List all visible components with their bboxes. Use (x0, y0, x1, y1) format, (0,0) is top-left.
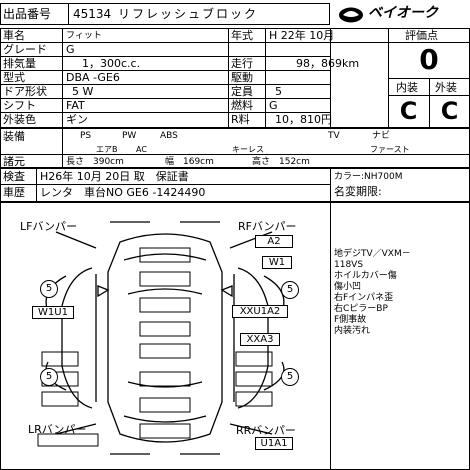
logo-text: ベイオーク (368, 5, 438, 21)
lot-label: 出品番号 (3, 7, 52, 21)
history-label: 車歴 (3, 186, 25, 199)
year-value: H 22年 10月 (269, 29, 335, 42)
remark-line: 118VS (334, 260, 364, 270)
divider (0, 42, 388, 43)
divider (265, 28, 266, 128)
divider (429, 78, 430, 128)
divider (0, 112, 330, 113)
notice-text: リフレッシュブロック (118, 7, 259, 21)
logo-icon (339, 7, 363, 23)
mileage-label: 走行 (231, 57, 253, 70)
lf-bumper-label: LFバンパー (20, 220, 78, 233)
car-name-value: フィット (66, 31, 102, 41)
doors-label: ドア形状 (3, 85, 47, 98)
tire-rf: 5 (281, 281, 299, 299)
divider (388, 28, 389, 128)
rf-bumper-mark: A2 (255, 235, 293, 248)
divider (0, 184, 330, 185)
right-door-mark: XXA3 (240, 333, 280, 346)
equip-abs: ABS (160, 131, 178, 141)
color-value: ギン (66, 113, 88, 126)
mileage-value: 98，869km (296, 57, 360, 70)
tire-rr: 5 (281, 368, 299, 386)
right-side-mark: XXU1A2 (232, 305, 288, 318)
car-name-label: 車名 (3, 29, 25, 42)
divider (0, 154, 470, 155)
equip-airbag: エアB (96, 145, 118, 154)
fuel-value: G (269, 99, 278, 112)
remark-line: F側事故 (334, 315, 367, 325)
divider (330, 168, 331, 470)
divider (388, 42, 470, 43)
divider (68, 3, 69, 25)
remark-line: 右Fインパネ歪 (334, 293, 394, 303)
divider (62, 28, 63, 128)
divider (0, 56, 330, 57)
lot-number: 45134 (73, 7, 112, 21)
logo: ベイオーク (338, 6, 468, 24)
equip-ps: PS (80, 131, 92, 141)
equipment-label: 装備 (3, 130, 25, 143)
divider (0, 84, 330, 85)
history-value: レンタ 車台NO GE6 -1424490 (40, 186, 206, 199)
divider (0, 70, 330, 71)
tire-lf: 5 (40, 280, 58, 298)
shift-label: シフト (3, 99, 36, 112)
remark-line: 地デジTV／VXM－ (334, 249, 411, 259)
divider (62, 128, 63, 168)
equip-pw: PW (122, 131, 137, 141)
tire-lr: 5 (40, 368, 58, 386)
capacity-label: 定員 (231, 85, 253, 98)
year-label: 年式 (231, 29, 253, 42)
price-label: R料 (231, 113, 250, 126)
remark-line: 内装汚れ (334, 326, 371, 336)
interior-label: 内装 (396, 81, 418, 94)
rr-bumper-label: RRバンパー (236, 424, 296, 437)
inspection-label: 検査 (3, 170, 25, 183)
divider (228, 28, 229, 128)
rf-bumper-label: RFバンパー (238, 220, 297, 233)
exterior-grade: C (440, 97, 459, 125)
header-frame (0, 3, 330, 25)
inspection-value: H26年 10月 20日 取 保証書 (40, 170, 189, 183)
exterior-label: 外装 (435, 81, 457, 94)
rr-bumper-mark: U1A1 (255, 437, 293, 450)
model-value: DBA -GE6 (66, 71, 120, 84)
grade-value: G (66, 43, 75, 56)
capacity-value: 5 (275, 85, 282, 98)
doors-value: 5 W (72, 85, 94, 98)
displacement-label: 排気量 (3, 57, 36, 70)
dim-height: 高さ 152cm (252, 157, 310, 167)
remark-line: 傷小凹 (334, 282, 362, 292)
remark-line: 右CピラーBP (334, 304, 388, 314)
color-label: 外装色 (3, 113, 36, 126)
displacement-value: 1，300c.c. (82, 57, 141, 70)
drive-label: 駆動 (231, 71, 253, 84)
score-value: 0 (419, 43, 439, 76)
shift-value: FAT (66, 99, 85, 112)
divider (330, 28, 331, 128)
dims-label: 諸元 (3, 155, 25, 168)
equip-tv: TV (328, 131, 340, 141)
dim-length: 長さ 390cm (66, 157, 124, 167)
right-front-mark: W1 (262, 256, 292, 269)
color-code: カラー:NH700M (334, 172, 403, 182)
score-label: 評価点 (405, 29, 438, 42)
divider (36, 168, 37, 202)
remark-line: ホイルカバー傷 (334, 271, 397, 281)
model-label: 型式 (3, 71, 25, 84)
equip-first: ファースト (370, 145, 410, 154)
left-side-mark: W1U1 (32, 306, 74, 319)
equip-keyless: キーレス (232, 145, 264, 154)
fuel-label: 燃料 (231, 99, 253, 112)
dim-width: 幅 169cm (165, 157, 214, 167)
grade-label: グレード (3, 43, 47, 56)
name-change: 名変期限: (334, 185, 382, 198)
price-value: 10，810円 (275, 113, 332, 126)
lr-bumper-label: LRバンパー (28, 423, 87, 436)
divider (0, 98, 330, 99)
equip-navi: ナビ (372, 131, 391, 141)
equip-ac: AC (136, 145, 147, 154)
interior-grade: C (399, 97, 418, 125)
